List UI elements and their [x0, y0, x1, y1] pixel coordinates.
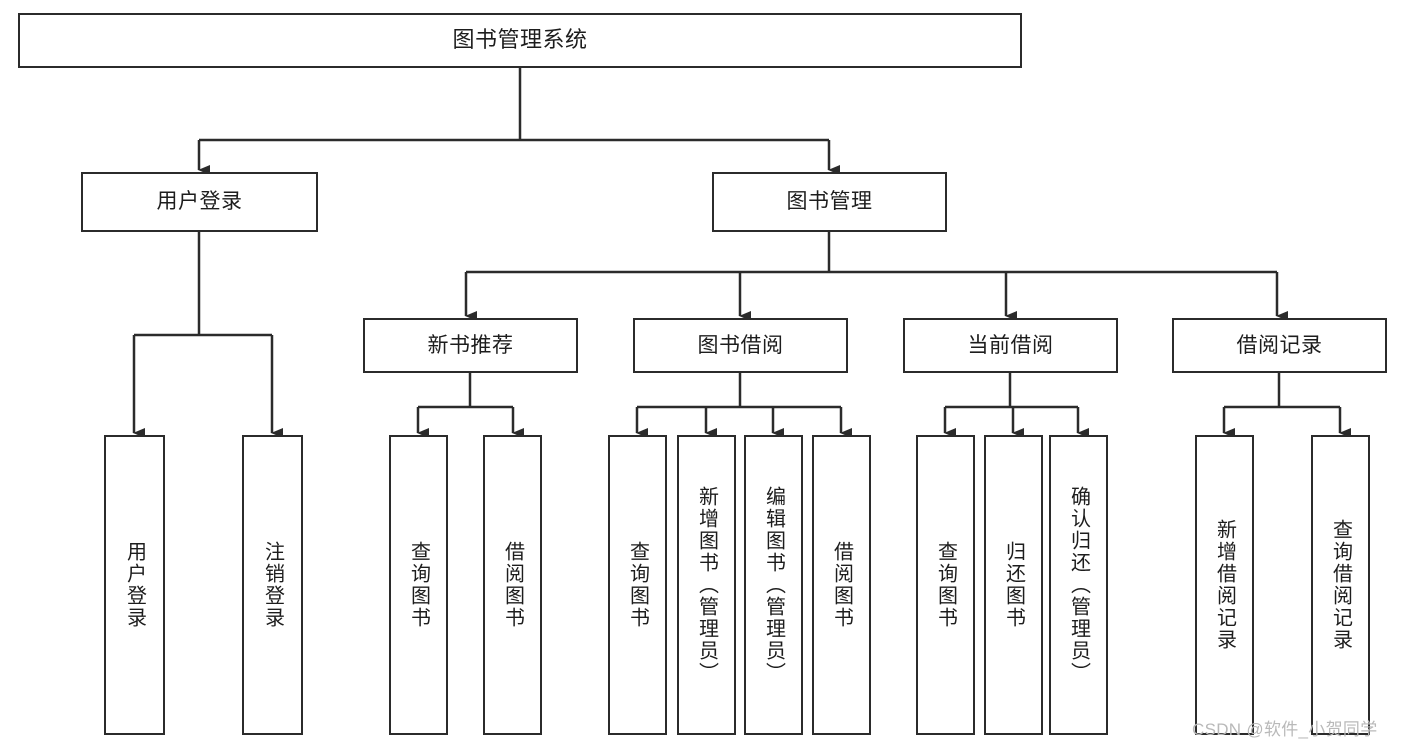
leaf-box-1[interactable]: 注销登录	[242, 435, 303, 735]
leaf-box-5[interactable]: 新增图书（管理员）	[677, 435, 736, 735]
leaf-label-10: 确认归还（管理员）	[1067, 486, 1090, 684]
leaf-box-12[interactable]: 查询借阅记录	[1311, 435, 1370, 735]
leaf-box-6[interactable]: 编辑图书（管理员）	[744, 435, 803, 735]
leaf-box-3[interactable]: 借阅图书	[483, 435, 542, 735]
level2-label-1: 图书管理	[786, 190, 873, 214]
leaf-label-4: 查询图书	[626, 541, 649, 629]
leaf-label-2: 查询图书	[407, 541, 430, 629]
leaf-label-0: 用户登录	[123, 541, 146, 629]
leaf-label-1: 注销登录	[261, 541, 284, 629]
level2-box-1[interactable]: 图书管理	[712, 172, 947, 232]
leaf-box-8[interactable]: 查询图书	[916, 435, 975, 735]
root-label-0: 图书管理系统	[452, 27, 588, 53]
leaf-label-12: 查询借阅记录	[1329, 519, 1352, 651]
leaf-label-5: 新增图书（管理员）	[695, 486, 718, 684]
leaf-label-6: 编辑图书（管理员）	[762, 486, 785, 684]
leaf-label-11: 新增借阅记录	[1213, 519, 1236, 651]
leaf-label-7: 借阅图书	[830, 541, 853, 629]
leaf-box-10[interactable]: 确认归还（管理员）	[1049, 435, 1108, 735]
level3-box-3[interactable]: 借阅记录	[1172, 318, 1387, 373]
leaf-label-3: 借阅图书	[501, 541, 524, 629]
leaf-box-7[interactable]: 借阅图书	[812, 435, 871, 735]
level3-box-2[interactable]: 当前借阅	[903, 318, 1118, 373]
leaf-box-0[interactable]: 用户登录	[104, 435, 165, 735]
connector-group	[132, 68, 1351, 438]
level3-label-1: 图书借阅	[697, 333, 784, 357]
level3-label-3: 借阅记录	[1236, 333, 1323, 357]
leaf-box-4[interactable]: 查询图书	[608, 435, 667, 735]
leaf-box-11[interactable]: 新增借阅记录	[1195, 435, 1254, 735]
level3-label-2: 当前借阅	[967, 333, 1054, 357]
level2-box-0[interactable]: 用户登录	[81, 172, 318, 232]
level3-box-0[interactable]: 新书推荐	[363, 318, 578, 373]
leaf-label-9: 归还图书	[1002, 541, 1025, 629]
leaf-box-2[interactable]: 查询图书	[389, 435, 448, 735]
root-box-0[interactable]: 图书管理系统	[18, 13, 1022, 68]
level3-box-1[interactable]: 图书借阅	[633, 318, 848, 373]
leaf-box-9[interactable]: 归还图书	[984, 435, 1043, 735]
leaf-label-8: 查询图书	[934, 541, 957, 629]
level2-label-0: 用户登录	[156, 190, 243, 214]
level3-label-0: 新书推荐	[427, 333, 514, 357]
